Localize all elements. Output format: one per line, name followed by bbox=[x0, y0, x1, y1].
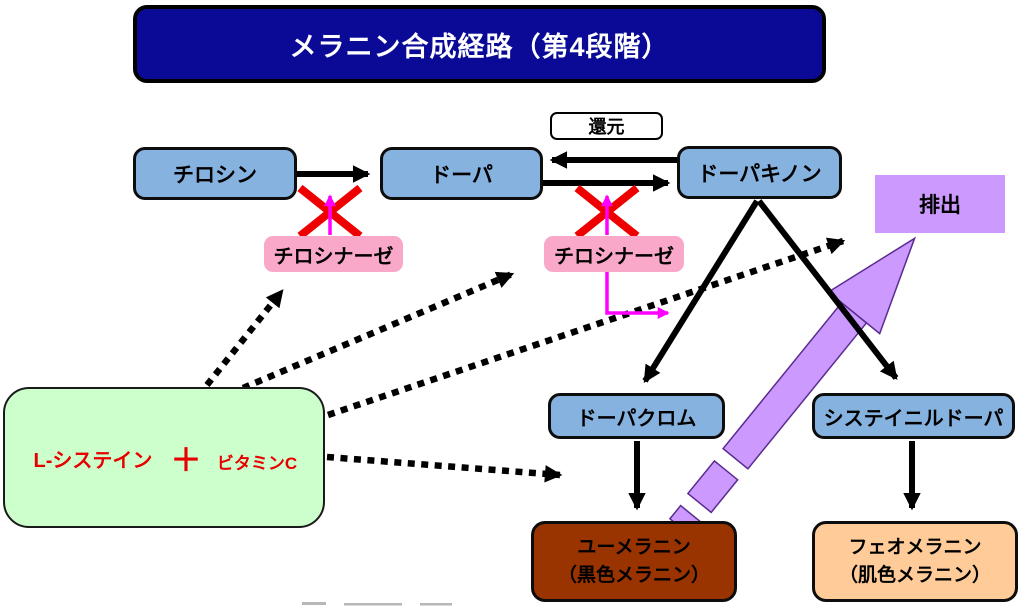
dotted-arrow-to-eumelanin bbox=[326, 453, 563, 483]
node-eumelanin: ユーメラニン （黒色メラニン） bbox=[531, 521, 737, 602]
node-tyrosine: チロシン bbox=[133, 147, 297, 200]
node-dopa: ドーパ bbox=[380, 147, 543, 200]
dotted-arrow-to-tyrosinase-left bbox=[204, 288, 285, 388]
plus-sign: ＋ bbox=[170, 442, 202, 478]
pheomelanin-line1: フェオメラニン bbox=[848, 536, 982, 558]
node-tyrosinase-right: チロシナーゼ bbox=[544, 236, 684, 272]
cropped-text-remnant bbox=[302, 602, 452, 606]
magenta-elbow-arrow bbox=[605, 272, 670, 319]
diagram-title: メラニン合成経路（第4段階） bbox=[133, 5, 826, 83]
node-dopachrome: ドーパクロム bbox=[548, 393, 725, 439]
inhibitor-panel bbox=[3, 387, 325, 528]
eumelanin-line1: ユーメラニン bbox=[577, 536, 691, 558]
arrow-dopaquinone-to-cysteinyldopa bbox=[756, 199, 899, 380]
dotted-arrow-to-tyrosinase-right bbox=[241, 271, 515, 391]
eumelanin-line2: （黒色メラニン） bbox=[557, 564, 710, 586]
eumelanin-to-excretion-purple-arrow bbox=[668, 236, 917, 537]
node-dopaquinone: ドーパキノン bbox=[677, 146, 842, 199]
l-cysteine-label: L-システイン bbox=[33, 449, 153, 472]
pheomelanin-line2: （肌色メラニン） bbox=[838, 564, 991, 586]
node-excretion: 排出 bbox=[875, 175, 1005, 233]
node-pheomelanin: フェオメラニン （肌色メラニン） bbox=[812, 521, 1018, 602]
vitamin-c-label: ビタミンC bbox=[216, 453, 298, 473]
reduction-label: 還元 bbox=[550, 112, 663, 140]
dotted-arrow-to-excretion bbox=[326, 237, 846, 419]
node-cysteinyldopa: システイニルドーパ bbox=[812, 393, 1015, 439]
node-tyrosinase-left: チロシナーゼ bbox=[264, 236, 403, 272]
